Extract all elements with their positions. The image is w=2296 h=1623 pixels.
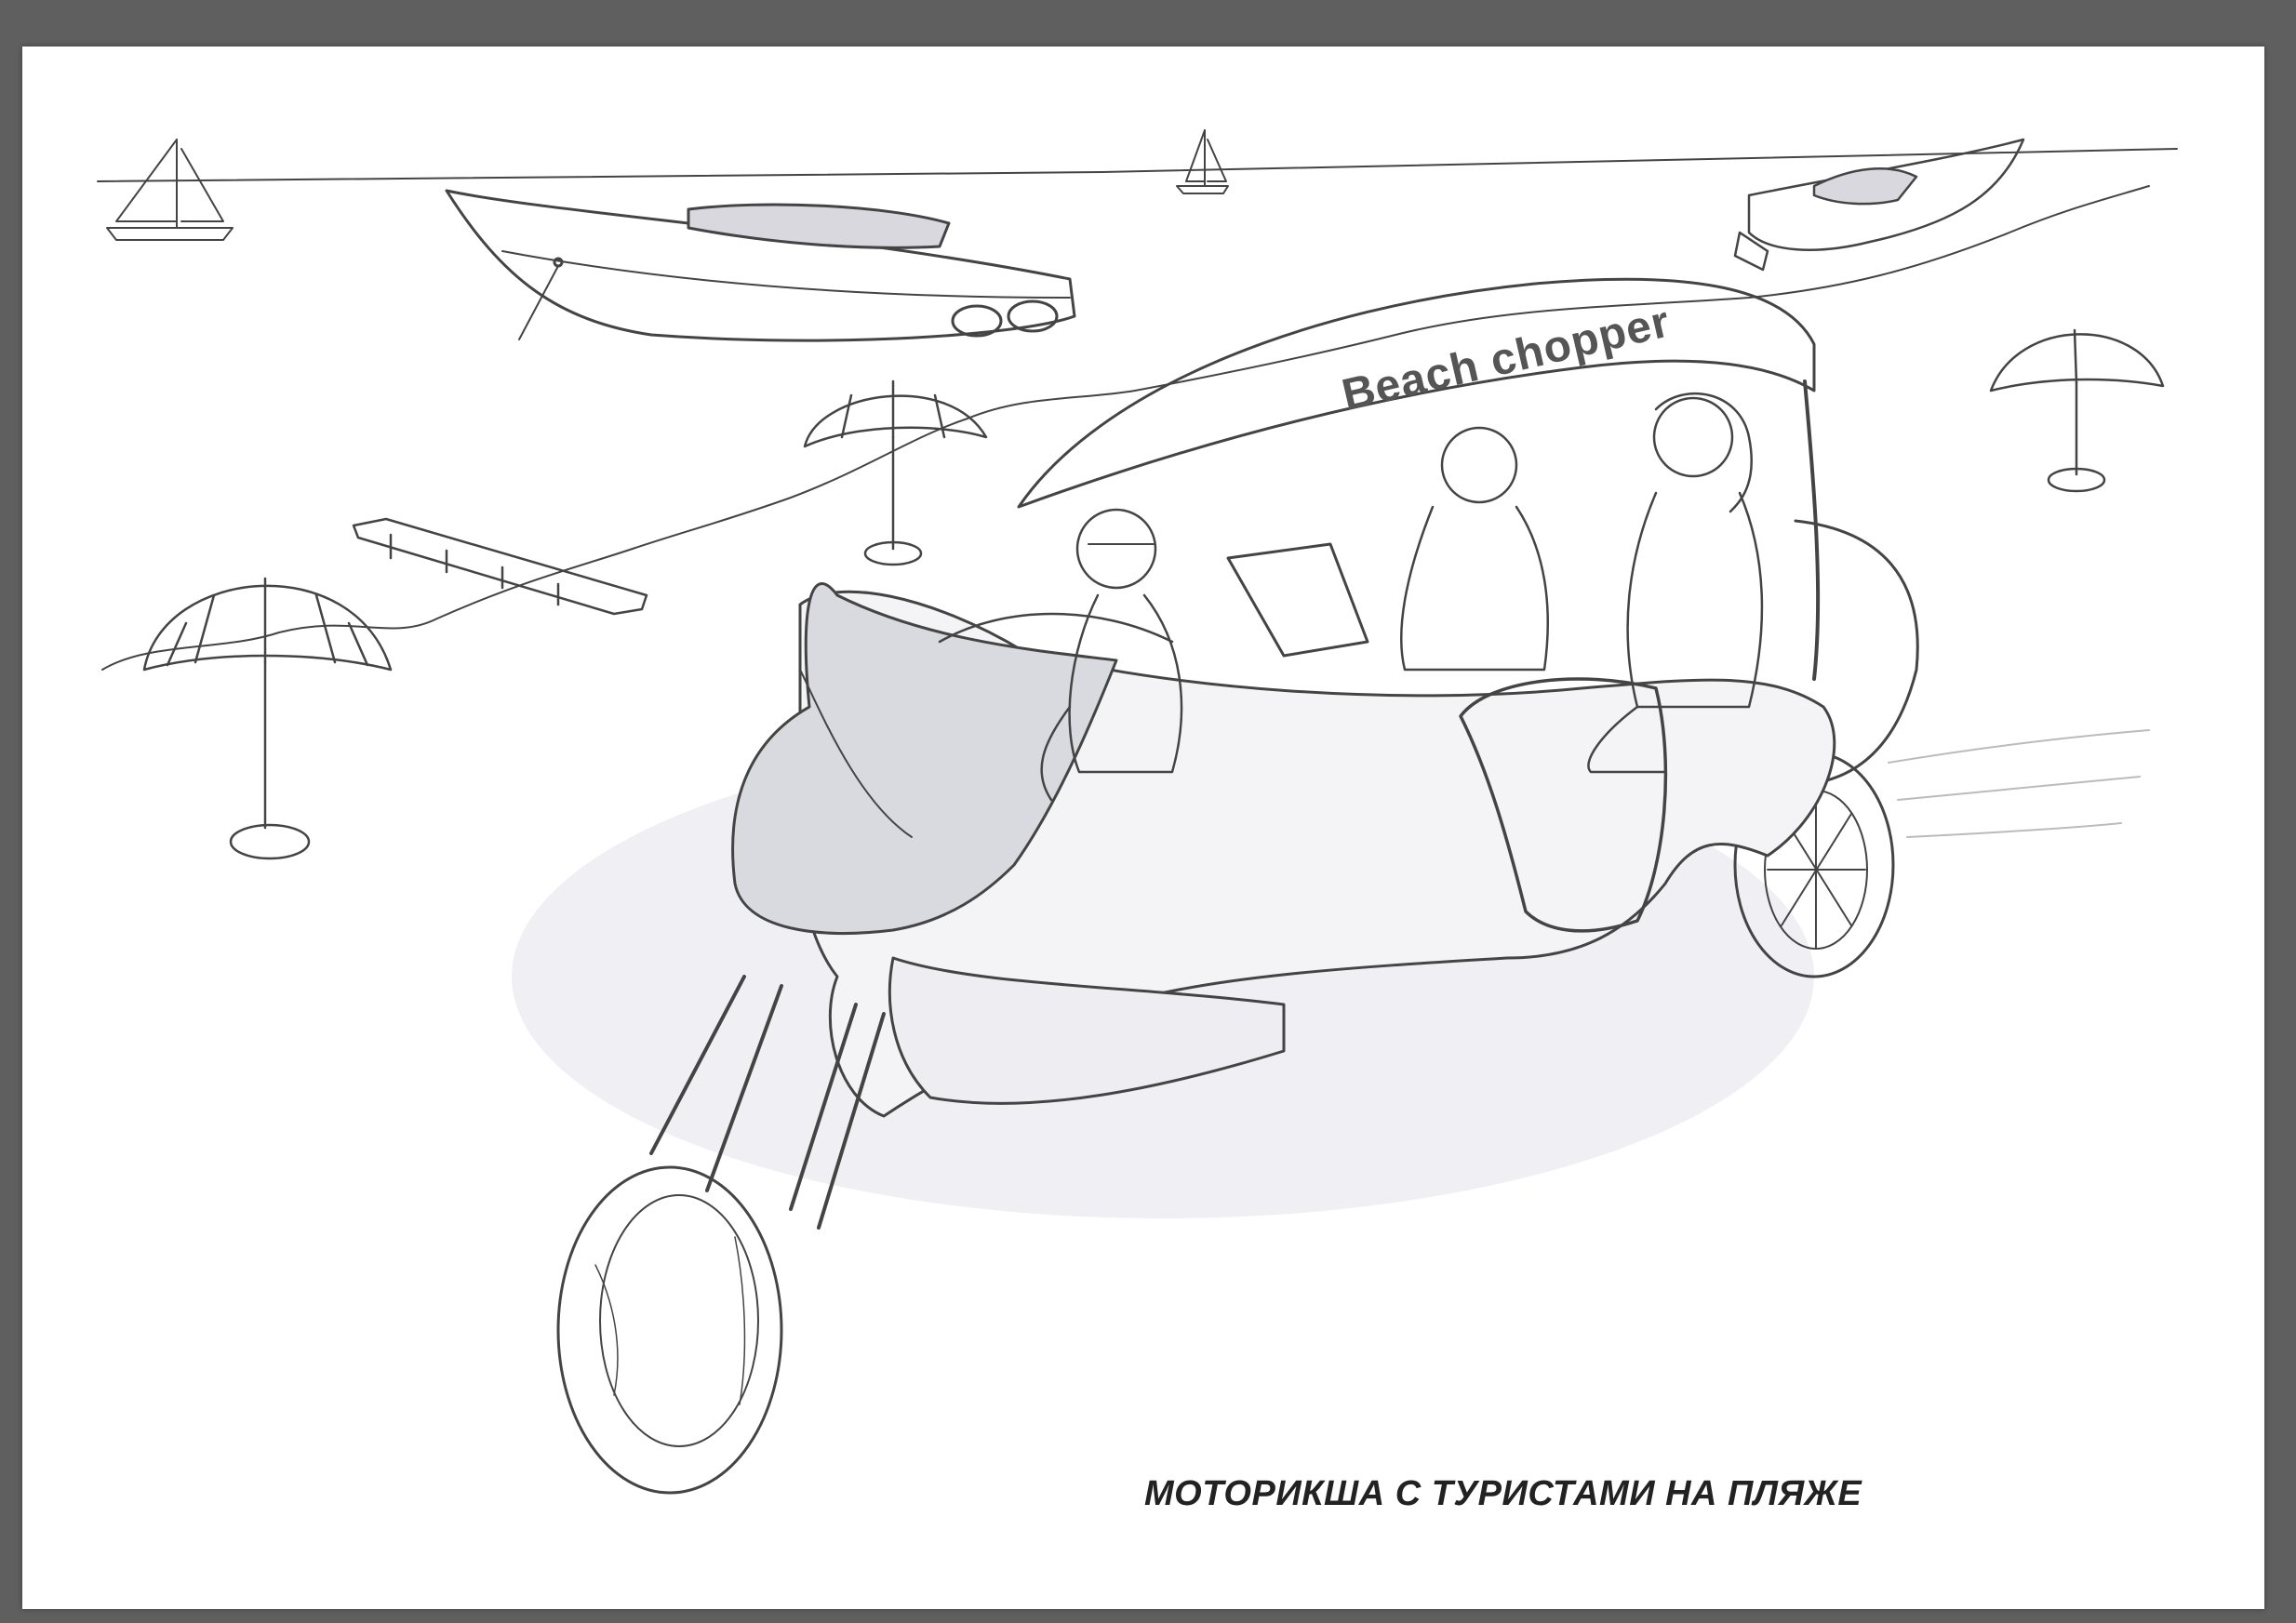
- front-fairing: [731, 582, 1118, 935]
- parasol-left: [142, 577, 393, 860]
- dashboard-screen: [1226, 542, 1369, 658]
- driver-figure: [1040, 508, 1183, 802]
- parasol-center: [803, 379, 988, 566]
- horizon-line: [97, 148, 2178, 182]
- beach-chopper-vehicle: [556, 277, 1919, 1495]
- tire-marks: [1888, 729, 2150, 838]
- page-caption: МОТОРИКША С ТУРИСТАМИ НА ПЛЯЖЕ: [1144, 1474, 1862, 1513]
- front-fork: [649, 975, 886, 1230]
- front-wheel: [556, 1165, 783, 1495]
- sailboat-left: [106, 139, 234, 241]
- passenger-man: [1400, 426, 1549, 672]
- passenger-woman: [1587, 392, 1764, 774]
- yacht-large: [445, 189, 1076, 342]
- shoreline: [101, 185, 2150, 671]
- motorboat-right: [1733, 138, 2025, 272]
- parasol-right: [1989, 328, 2165, 493]
- canopy-roof: [1017, 277, 1816, 509]
- wooden-pier: [352, 517, 648, 616]
- sailboat-center: [1176, 129, 1229, 194]
